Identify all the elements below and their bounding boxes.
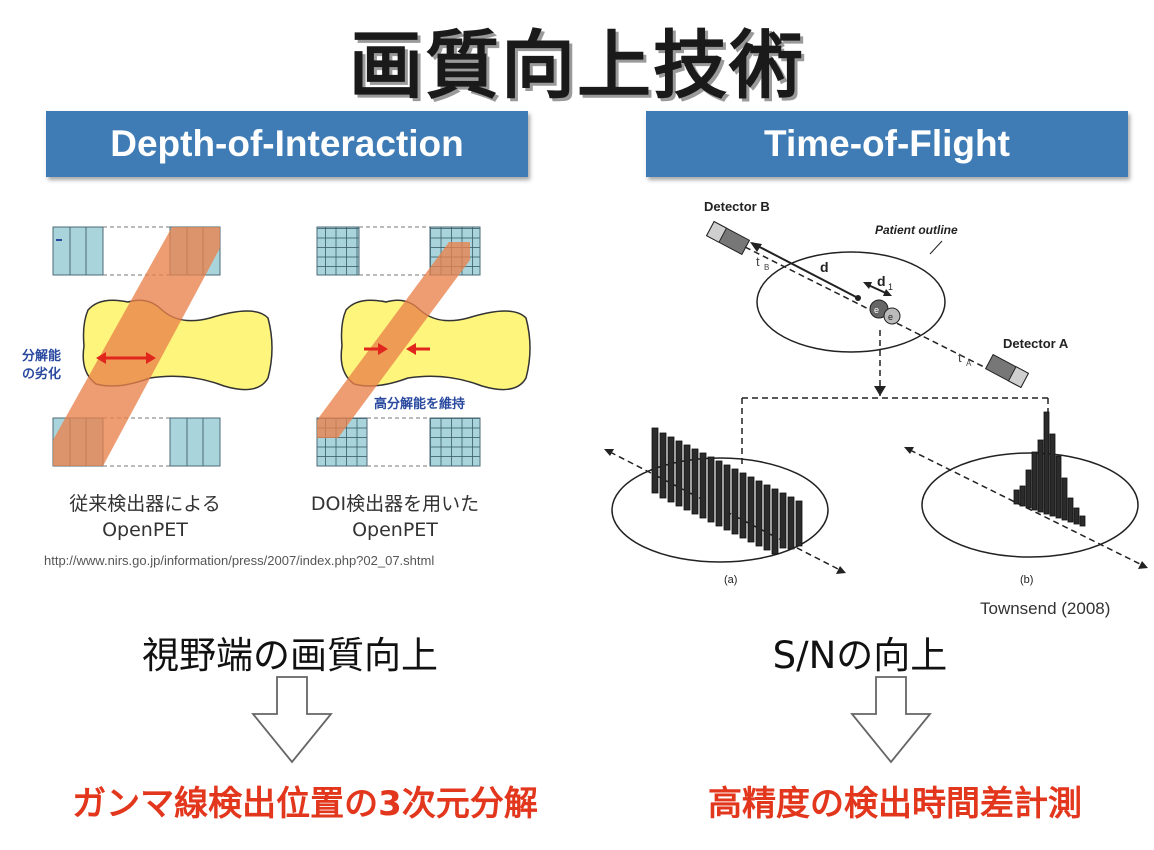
tof-result: 高精度の検出時間差計測 [708, 784, 1082, 824]
conventional-panel: 分解能 の劣化 [22, 226, 273, 467]
histogram-peak [1013, 411, 1086, 527]
tb-label: t [756, 254, 760, 269]
doi-benefit: 視野端の画質向上 [142, 634, 438, 677]
doi-diagram: 分解能 の劣化 高分解能を維持 [22, 226, 531, 467]
patient-outline-label: Patient outline [875, 223, 958, 237]
maintain-label: 高分解能を維持 [374, 396, 465, 411]
e-minus-label: e [888, 312, 893, 322]
panel-b-label: (b) [1020, 574, 1033, 586]
detector-b-label: Detector B [704, 199, 770, 214]
ta-subscript: A [966, 359, 972, 368]
d-label: d [820, 259, 829, 275]
caption-conventional-line1: 従来検出器による [69, 493, 221, 515]
credit: Townsend (2008) [980, 599, 1111, 618]
d1-subscript: 1 [888, 282, 893, 292]
down-arrow-icon [850, 676, 932, 764]
doi-panel: 高分解能を維持 [316, 226, 531, 467]
caption-doi-line2: OpenPET [352, 519, 438, 541]
histogram-flat [651, 427, 803, 555]
tb-subscript: B [764, 263, 769, 272]
panel-a-label: (a) [724, 574, 737, 586]
caption-doi: DOI検出器を用いた OpenPET [290, 491, 500, 543]
ta-label: t [958, 350, 962, 365]
source-url: http://www.nirs.go.jp/information/press/… [44, 553, 435, 568]
doi-header: Depth-of-Interaction [46, 111, 528, 177]
d1-label: d [877, 273, 886, 289]
caption-conventional: 従来検出器による OpenPET [40, 491, 250, 543]
tof-benefit: S/Nの向上 [772, 634, 948, 677]
degradation-label-1: 分解能 [22, 348, 61, 363]
degradation-label-2: の劣化 [22, 366, 61, 381]
page-title: 画質向上技術 [349, 23, 805, 109]
caption-doi-line1: DOI検出器を用いた [310, 493, 480, 515]
down-arrow-icon [251, 676, 333, 764]
detector-a-label: Detector A [1003, 336, 1069, 351]
tof-diagram: Detector B Patient outline d d 1 e e t B… [604, 199, 1148, 586]
tof-header: Time-of-Flight [646, 111, 1128, 177]
caption-conventional-line2: OpenPET [102, 519, 188, 541]
doi-result: ガンマ線検出位置の3次元分解 [72, 784, 538, 824]
e-plus-label: e [874, 305, 879, 315]
